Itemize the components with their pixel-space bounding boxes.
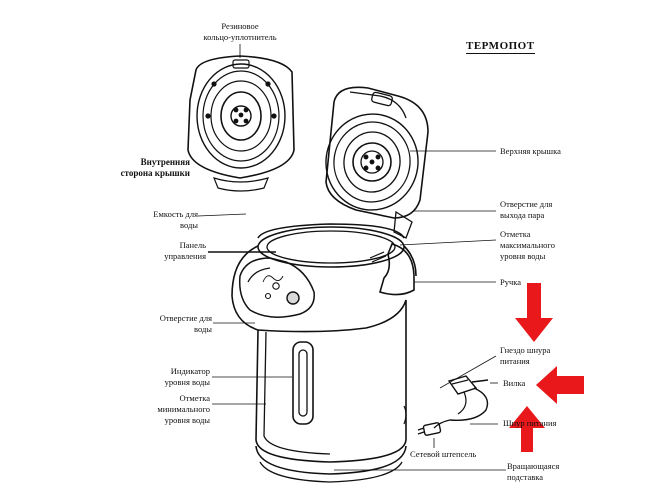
label-plug: Вилка [503, 378, 526, 388]
label-gasket: Резиновое кольцо-уплотнитель [203, 21, 277, 42]
red-arrows [509, 283, 584, 452]
arrow-left-icon [536, 366, 584, 404]
label-max-level-mark: Отметка максимального уровня воды [500, 229, 555, 261]
label-steam-vent: Отверстие для выхода пара [500, 199, 553, 220]
label-control-panel: Панель управления [164, 240, 206, 261]
label-min-level-mark: Отметка минимального уровня воды [157, 393, 210, 425]
label-power-cord: Шнур питания [503, 418, 557, 428]
label-lid-inner: Внутренняя сторона крышки [120, 157, 190, 178]
label-water-outlet: Отверстие для воды [159, 313, 212, 334]
label-mains-plug: Сетевой штепсель [410, 449, 477, 459]
leader-lines [197, 44, 506, 471]
label-top-lid: Верхняя крышка [500, 146, 561, 156]
diagram-title: ТЕРМОПОТ [466, 40, 535, 54]
dispense-button-icon [286, 291, 300, 305]
label-handle: Ручка [500, 277, 522, 287]
inner-lid-drawing [187, 55, 295, 192]
power-cord-drawing [417, 375, 489, 436]
label-power-socket: Гнездо шнура питания [500, 345, 551, 366]
arrow-down-icon [515, 283, 553, 342]
label-water-tank: Емкость для воды [153, 209, 198, 230]
thermopot-body-drawing [231, 86, 429, 483]
arrow-up-icon [509, 406, 545, 452]
label-rotating-base: Вращающаяся подставка [507, 461, 560, 482]
label-water-level-indicator: Индикатор уровня воды [164, 366, 210, 387]
